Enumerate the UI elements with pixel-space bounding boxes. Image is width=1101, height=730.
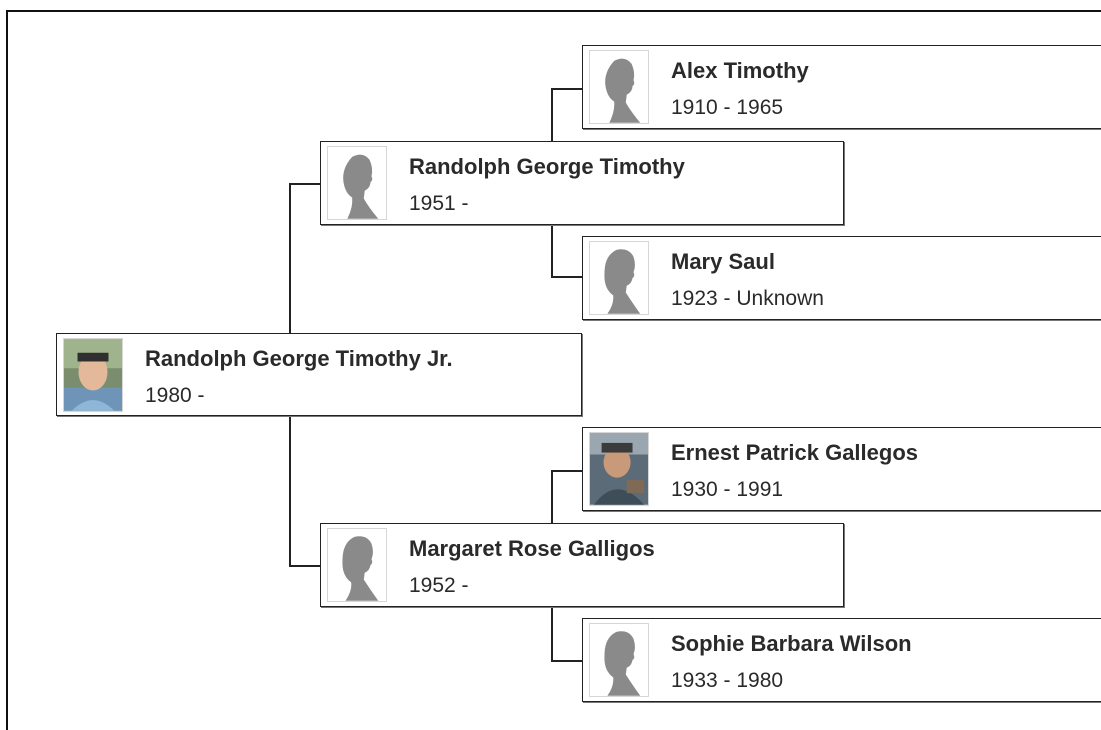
- person-dates: 1930 - 1991: [671, 478, 784, 501]
- person-card-root[interactable]: Randolph George Timothy Jr. 1980 -: [56, 333, 582, 416]
- person-name: Sophie Barbara Wilson: [671, 631, 912, 656]
- connector-father-to-grandmother: [551, 276, 584, 278]
- female-silhouette-icon: [327, 528, 387, 602]
- connector-mother-to-grandmother: [551, 660, 584, 662]
- person-card-maternal-grandfather[interactable]: Ernest Patrick Gallegos 1930 - 1991: [582, 427, 1101, 511]
- person-name: Randolph George Timothy: [409, 154, 685, 179]
- person-card-paternal-grandmother[interactable]: Mary Saul 1923 - Unknown: [582, 236, 1101, 320]
- person-dates: 1933 - 1980: [671, 669, 784, 692]
- person-card-father[interactable]: Randolph George Timothy 1951 -: [320, 141, 844, 225]
- connector-father-to-grandfather: [551, 88, 584, 90]
- person-name: Randolph George Timothy Jr.: [145, 346, 453, 371]
- person-name: Mary Saul: [671, 249, 775, 274]
- chart-frame: [6, 10, 1101, 730]
- person-dates: 1910 - 1965: [671, 96, 784, 119]
- person-name: Margaret Rose Galligos: [409, 536, 655, 561]
- person-photo: [589, 432, 649, 506]
- person-dates: 1952 -: [409, 574, 469, 597]
- female-silhouette-icon: [589, 623, 649, 697]
- male-silhouette-icon: [327, 146, 387, 220]
- person-name: Ernest Patrick Gallegos: [671, 440, 918, 465]
- person-card-mother[interactable]: Margaret Rose Galligos 1952 -: [320, 523, 844, 607]
- person-dates: 1980 -: [145, 384, 205, 407]
- male-silhouette-icon: [589, 50, 649, 124]
- connector-root-to-mother: [289, 565, 322, 567]
- person-dates: 1923 - Unknown: [671, 287, 824, 310]
- person-card-maternal-grandmother[interactable]: Sophie Barbara Wilson 1933 - 1980: [582, 618, 1101, 702]
- person-card-paternal-grandfather[interactable]: Alex Timothy 1910 - 1965: [582, 45, 1101, 129]
- person-dates: 1951 -: [409, 192, 469, 215]
- person-photo: [63, 338, 123, 412]
- person-name: Alex Timothy: [671, 58, 809, 83]
- female-silhouette-icon: [589, 241, 649, 315]
- connector-mother-to-grandfather: [551, 470, 584, 472]
- connector-root-to-father: [289, 183, 322, 185]
